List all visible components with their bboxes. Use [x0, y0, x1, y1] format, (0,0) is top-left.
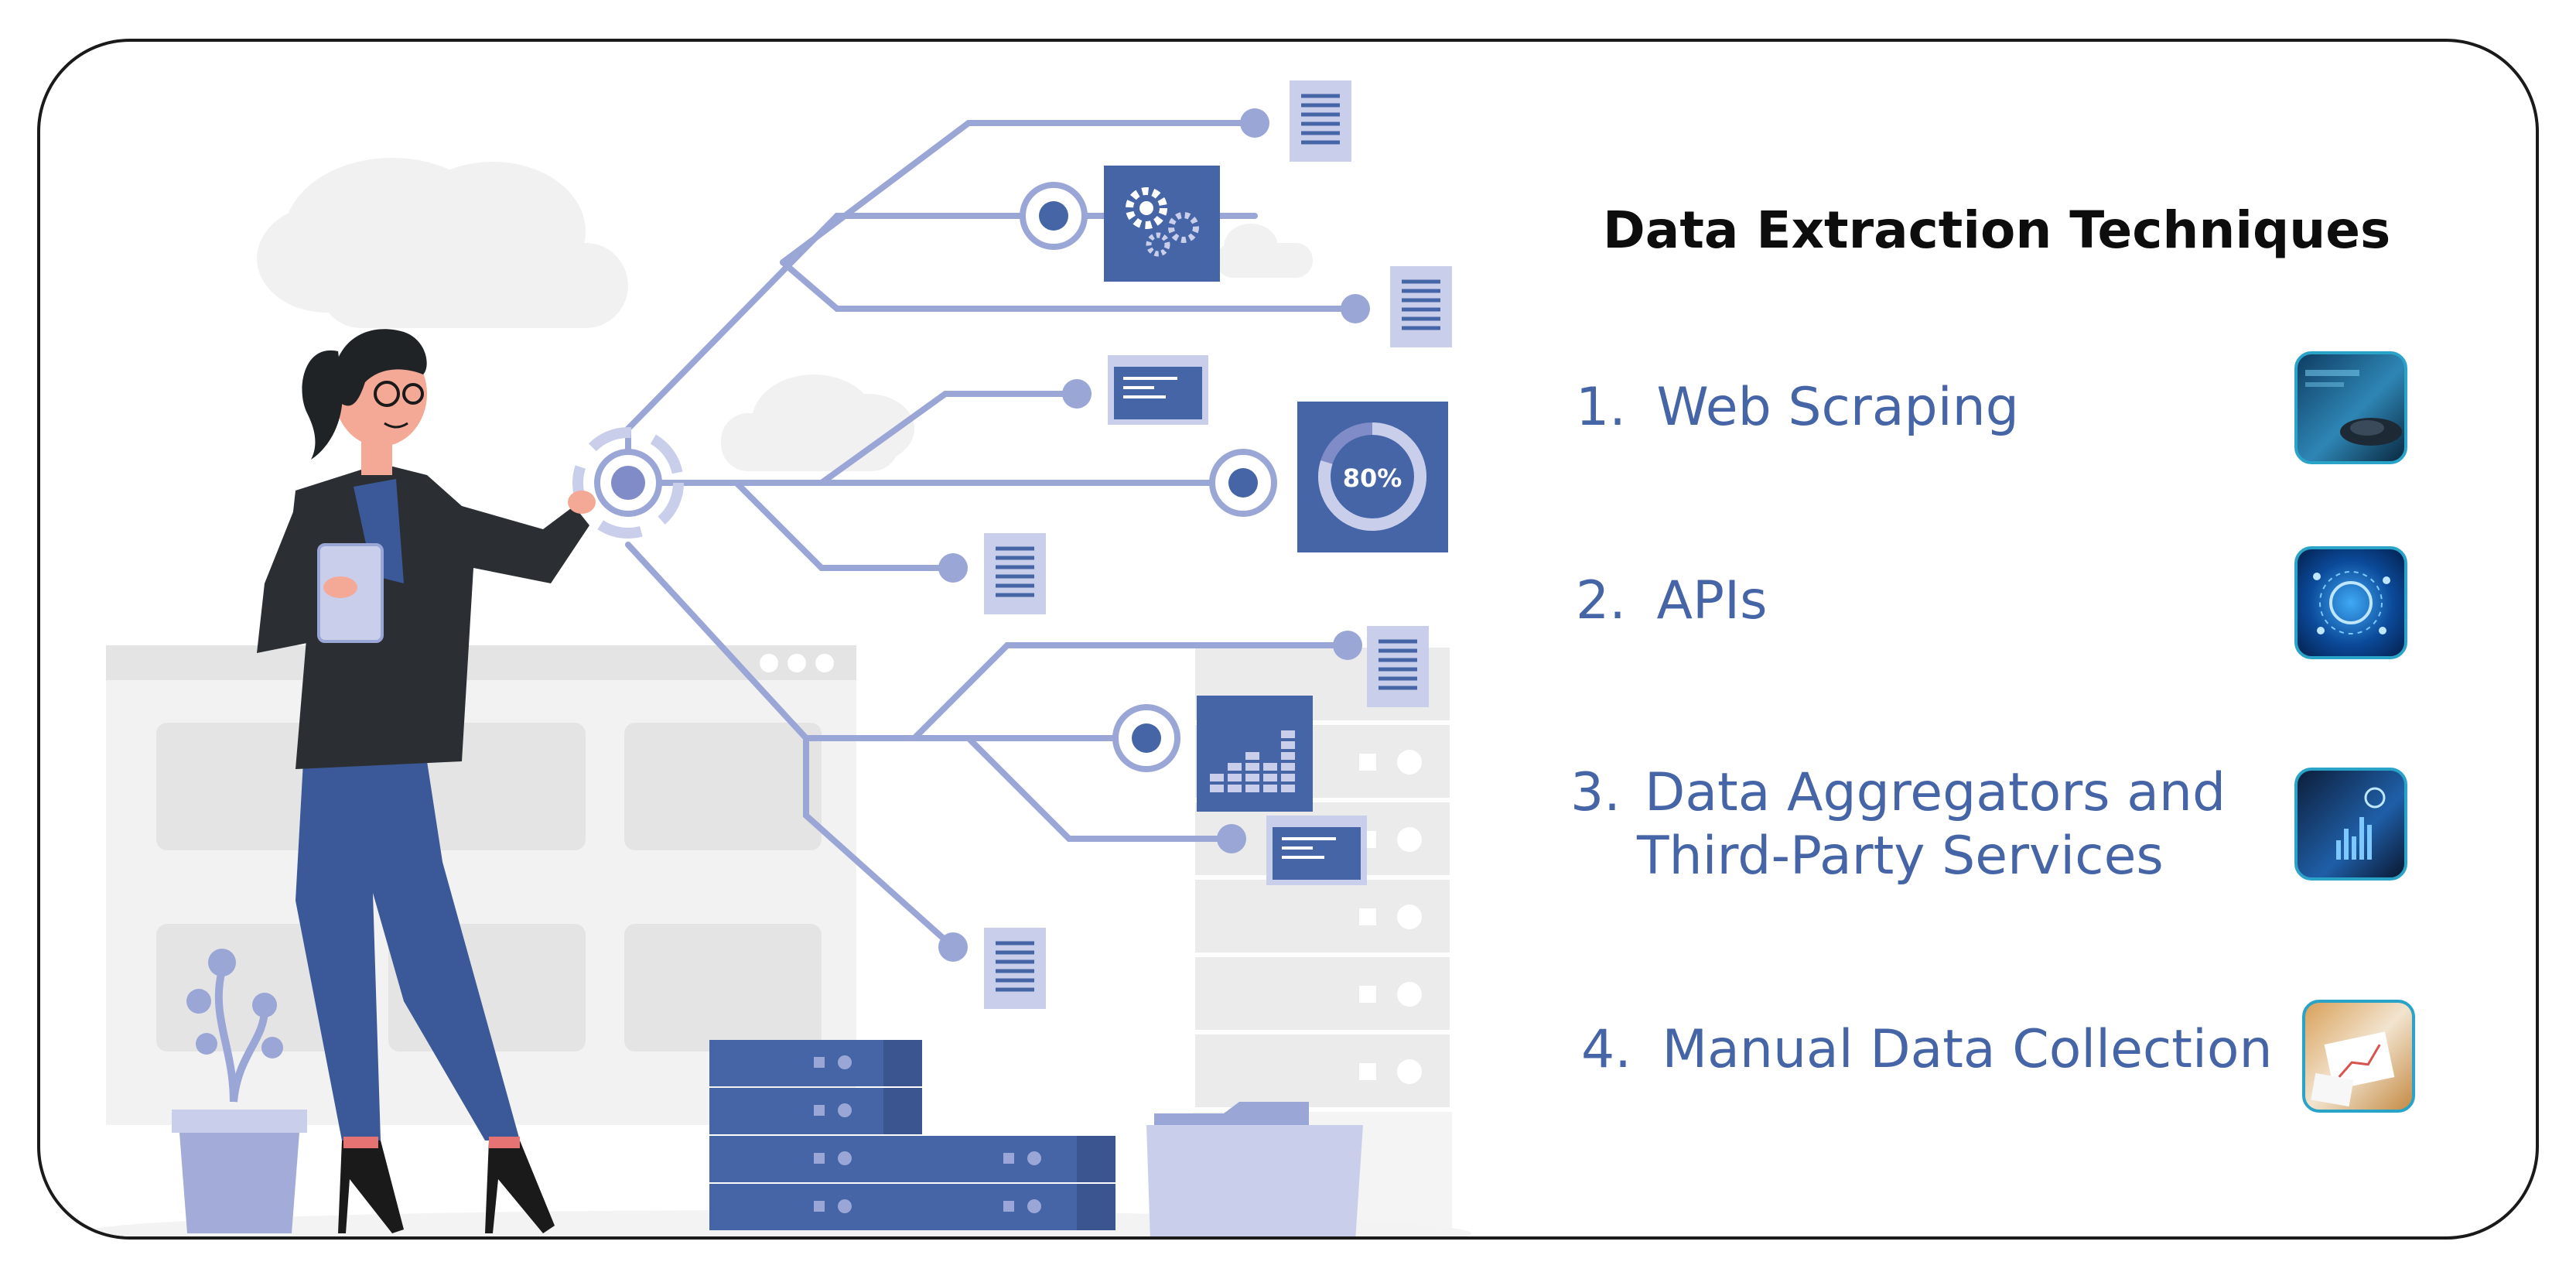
- content-card: 80% Data Extraction Techniques 1. Web Sc…: [37, 39, 2539, 1240]
- page-title: Data Extraction Techniques: [1603, 200, 2391, 260]
- analytics-dashboard-photo-icon: [2294, 768, 2407, 881]
- cloud-icon: [257, 158, 1313, 471]
- technique-label: Web Scraping: [1656, 377, 2019, 438]
- code-window-icon: [1266, 816, 1367, 885]
- technique-item-1: 1. Web Scraping: [1576, 376, 2019, 439]
- technique-item-2: 2. APIs: [1576, 569, 1768, 633]
- code-window-icon: [1108, 355, 1208, 425]
- server-stack-icon: [709, 1040, 1115, 1230]
- paper-documents-photo-icon: [2302, 1000, 2415, 1113]
- technique-number: 4.: [1581, 1019, 1631, 1080]
- technique-number: 3.: [1570, 762, 1621, 823]
- technique-label-line-1: Data Aggregators and: [1645, 762, 2226, 823]
- folder-icon: [1146, 1102, 1363, 1236]
- technique-number: 2.: [1576, 570, 1626, 631]
- document-icon: [984, 533, 1046, 614]
- technique-item-4: 4. Manual Data Collection: [1581, 1018, 2273, 1082]
- ringed-nodes: [572, 182, 1277, 772]
- gauge-percent-label: 80%: [1343, 463, 1402, 493]
- technique-label-line-2: Third-Party Services: [1637, 826, 2164, 887]
- document-icon: [1290, 80, 1351, 162]
- gears-icon: [1104, 166, 1220, 282]
- technique-label: Manual Data Collection: [1662, 1019, 2273, 1080]
- api-network-photo-icon: [2294, 546, 2407, 659]
- data-extraction-illustration: 80%: [79, 80, 1471, 1236]
- technique-label: APIs: [1656, 570, 1768, 631]
- potted-plant-icon: [172, 949, 307, 1233]
- technique-item-3: 3. Data Aggregators and Third-Party Serv…: [1570, 761, 2226, 888]
- network-node-dots: [938, 108, 1370, 962]
- document-icon: [984, 928, 1046, 1009]
- progress-gauge-panel: [1297, 402, 1448, 552]
- woman-figure-illustration: [257, 329, 596, 1233]
- technique-number: 1.: [1576, 377, 1626, 438]
- document-icon: [1367, 626, 1429, 707]
- document-icon: [1390, 266, 1452, 347]
- bar-chart-icon: [1197, 696, 1313, 812]
- web-scraping-photo-icon: [2294, 351, 2407, 464]
